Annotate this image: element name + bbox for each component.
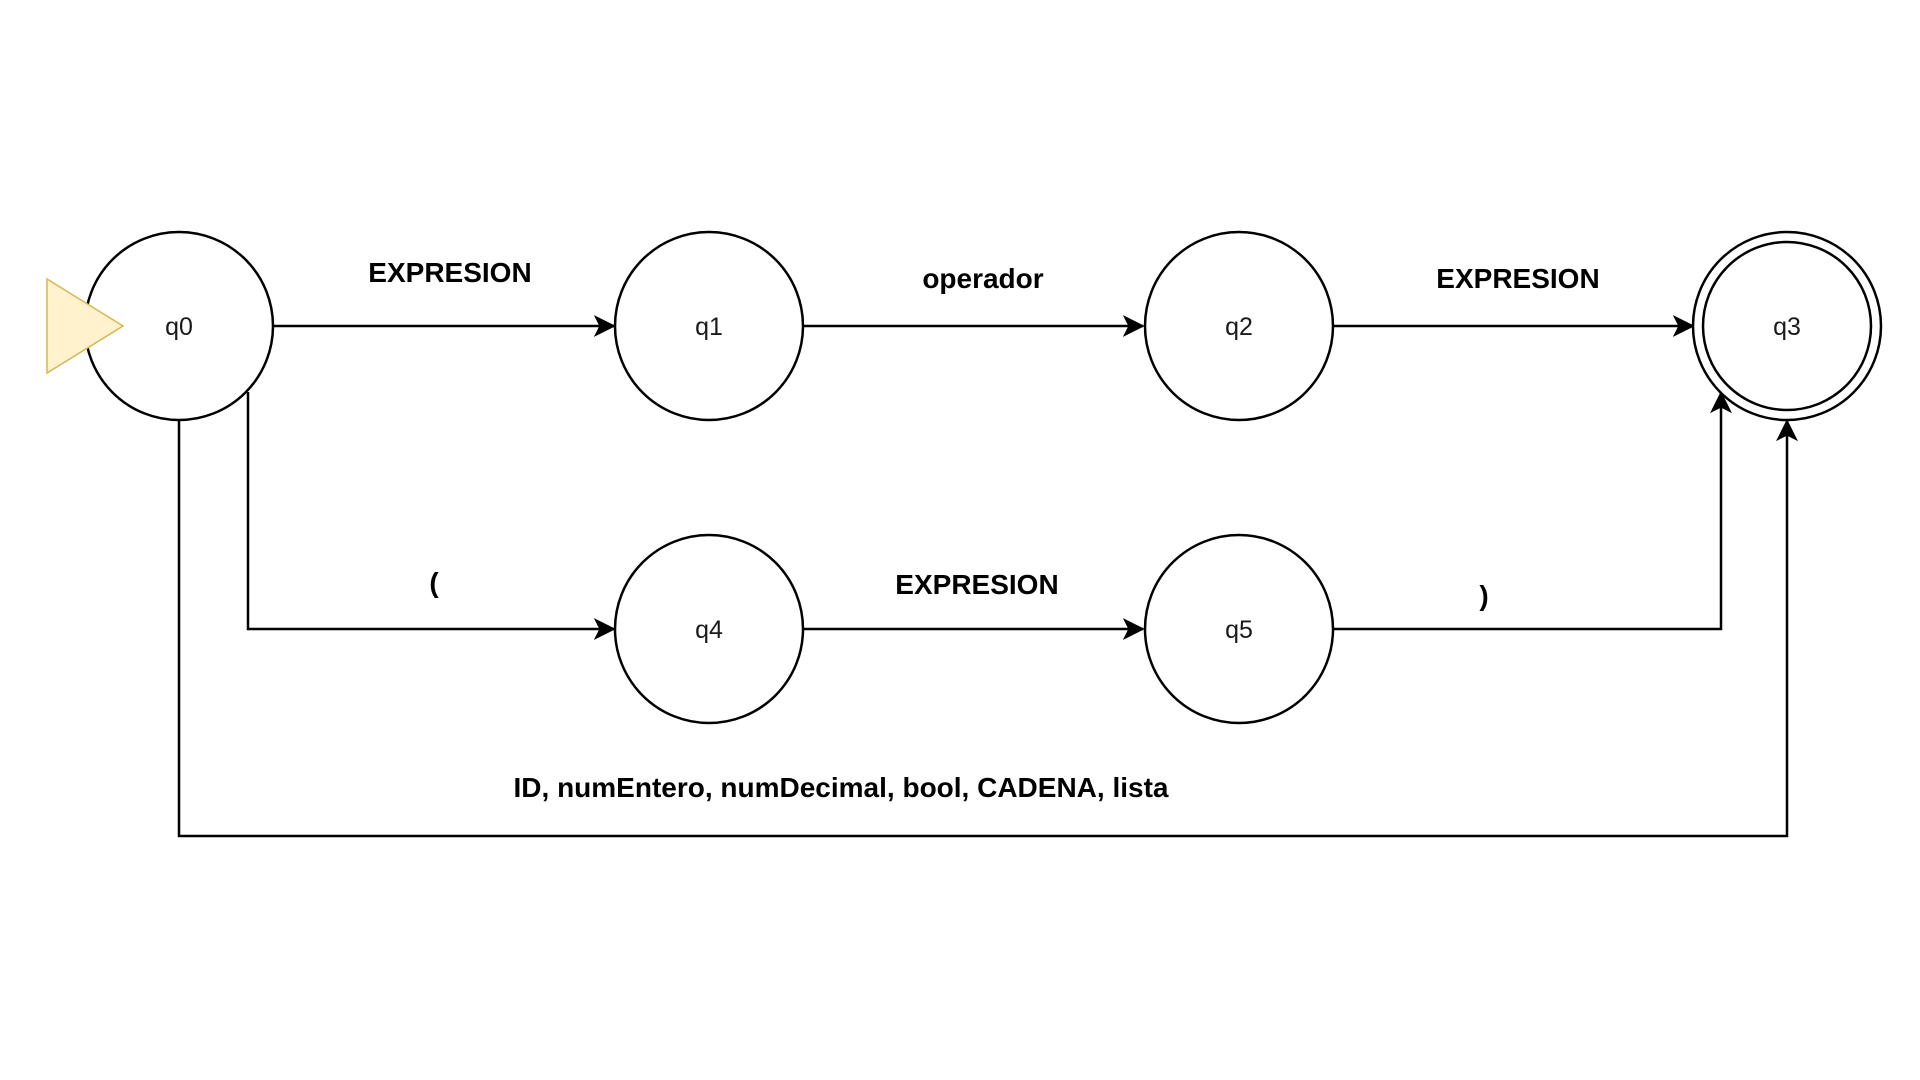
state-label-q0: q0 bbox=[165, 313, 193, 341]
state-q3-accepting: q3 bbox=[1691, 230, 1883, 422]
initial-state-marker bbox=[46, 277, 125, 375]
state-q5: q5 bbox=[1143, 533, 1335, 725]
edge-q0-q4 bbox=[246, 392, 616, 640]
state-label-q3: q3 bbox=[1773, 313, 1801, 341]
state-q2: q2 bbox=[1143, 230, 1335, 422]
edge-label-q1-q2: operador bbox=[922, 263, 1043, 294]
edge-labels: EXPRESION operador EXPRESION ( EXPRESION… bbox=[368, 257, 1599, 803]
edge-label-q4-q5: EXPRESION bbox=[895, 569, 1058, 600]
edge-label-q5-q3: ) bbox=[1479, 580, 1488, 611]
state-q1: q1 bbox=[613, 230, 805, 422]
state-q0: q0 bbox=[83, 230, 275, 422]
state-label-q5: q5 bbox=[1225, 616, 1253, 644]
edge-label-q0-q3: ID, numEntero, numDecimal, bool, CADENA,… bbox=[514, 772, 1169, 803]
edge-label-q2-q3: EXPRESION bbox=[1436, 263, 1599, 294]
edge-label-q0-q4: ( bbox=[429, 567, 439, 598]
state-label-q4: q4 bbox=[695, 616, 723, 644]
edges bbox=[177, 315, 1798, 838]
edge-q5-q3 bbox=[1334, 391, 1732, 631]
edge-label-q0-q1: EXPRESION bbox=[368, 257, 531, 288]
states: q0 q1 q2 q3 q4 q5 bbox=[83, 230, 1883, 725]
edge-q0-q3 bbox=[177, 419, 1798, 838]
state-label-q1: q1 bbox=[695, 313, 723, 341]
state-q4: q4 bbox=[613, 533, 805, 725]
state-label-q2: q2 bbox=[1225, 313, 1253, 341]
